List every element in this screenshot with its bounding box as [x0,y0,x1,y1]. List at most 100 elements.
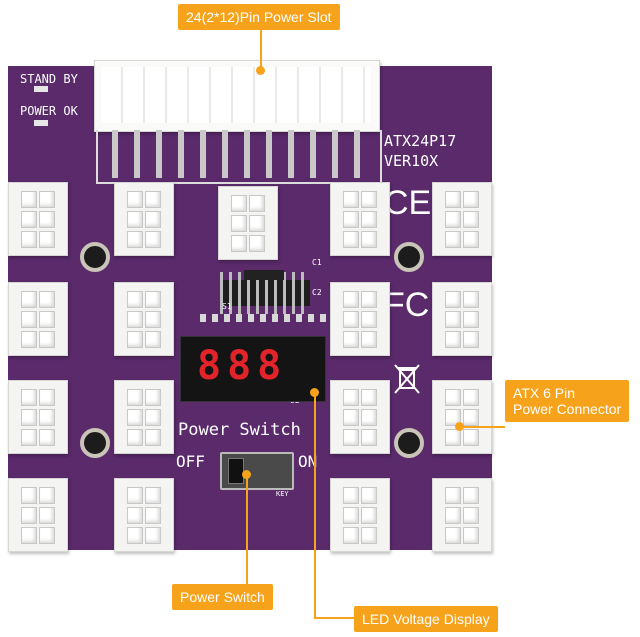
connector-pin [21,211,37,228]
connector-pin [249,195,265,212]
atx-6-pin-connector[interactable] [432,182,492,256]
atx-6-pin-connector[interactable] [330,380,390,454]
leader-power-slot [260,30,262,70]
connector-pin [39,191,55,208]
connector-pin [361,487,377,504]
mount-hole-bottom-left [80,428,110,458]
connector-pin [145,487,161,504]
connector-pin [21,331,37,348]
connector-pin [145,191,161,208]
callout-atx6-line2: Power Connector [513,401,622,417]
chip-label-s1: S1 [222,302,232,311]
stand-by-label: STAND BY [20,72,78,86]
led-digits: 888 [197,343,288,389]
ce-mark-icon: CE [384,184,432,222]
led-voltage-display: 888 [180,336,326,402]
connector-pin [127,291,143,308]
atx-6-pin-connector[interactable] [432,380,492,454]
connector-pin [127,527,143,544]
version-label: VER10X [384,152,439,170]
mount-hole-top-right [394,242,424,272]
connector-pin [39,409,55,426]
callout-atx6-line1: ATX 6 Pin [513,385,575,401]
connector-pin [445,487,461,504]
atx-6-pin-connector[interactable] [8,380,68,454]
connector-pin [127,211,143,228]
leader-atx6 [462,426,505,428]
connector-pin [145,331,161,348]
connector-pin [39,429,55,446]
leader-dot-atx6 [455,422,464,431]
connector-pin [21,311,37,328]
connector-pin [463,429,479,446]
on-label: ON [298,452,318,471]
callout-led-display: LED Voltage Display [354,606,498,632]
connector-pin [145,389,161,406]
stand-by-led [34,86,48,92]
connector-pin [361,389,377,406]
pcb-board: STAND BY POWER OK ATX24P17 VER10X CE FC … [8,60,492,550]
atx-6-pin-connector[interactable] [114,478,174,552]
connector-pin [463,231,479,248]
connector-pin [145,291,161,308]
connector-pin [463,291,479,308]
connector-pin [127,429,143,446]
connector-pin [21,291,37,308]
connector-pin [343,231,359,248]
atx-6-pin-connector[interactable] [432,282,492,356]
power-toggle-switch[interactable] [220,452,294,490]
connector-pin [21,389,37,406]
leader-led-display-h [314,617,354,619]
chip-label-c2: C2 [312,288,322,297]
leader-dot-power-switch [242,470,251,479]
connector-pin [231,235,247,252]
chip-label-c1: C1 [312,258,322,267]
fcc-mark-icon: FC [384,286,430,324]
connector-pin [361,231,377,248]
connector-pin [21,507,37,524]
off-label: OFF [176,452,205,471]
connector-pin [21,429,37,446]
atx-6-pin-connector[interactable] [114,380,174,454]
atx-6-pin-connector[interactable] [8,282,68,356]
atx-6-pin-connector[interactable] [8,478,68,552]
atx-6-pin-connector[interactable] [114,182,174,256]
connector-pin [231,215,247,232]
power-switch-title: Power Switch [178,420,301,440]
atx-6-pin-connector[interactable] [114,282,174,356]
connector-pin [445,389,461,406]
atx-24-pin-slot[interactable] [94,60,380,132]
connector-pin [39,231,55,248]
connector-pin [21,487,37,504]
slot-pin-row [104,130,370,178]
connector-pin [145,409,161,426]
atx-6-pin-connector[interactable] [8,182,68,256]
atx-6-pin-connector[interactable] [432,478,492,552]
connector-pin [145,311,161,328]
connector-pin [463,527,479,544]
switch-knob[interactable] [228,458,244,484]
atx-6-pin-connector[interactable] [218,186,278,260]
atx-6-pin-connector[interactable] [330,478,390,552]
smd-resistor-row [200,314,330,322]
connector-pin [445,191,461,208]
atx-6-pin-connector[interactable] [330,182,390,256]
connector-pin [39,311,55,328]
connector-pin [127,191,143,208]
connector-pin [463,487,479,504]
leader-led-display-v [314,392,316,618]
connector-pin [127,507,143,524]
connector-pin [445,429,461,446]
connector-pin [463,507,479,524]
connector-pin [343,331,359,348]
leader-dot-led-display [310,388,319,397]
connector-pin [39,211,55,228]
connector-pin [361,527,377,544]
atx-6-pin-connector[interactable] [330,282,390,356]
model-label: ATX24P17 [384,132,457,150]
connector-pin [249,235,265,252]
power-ok-label: POWER OK [20,104,78,118]
connector-pin [361,311,377,328]
connector-pin [39,331,55,348]
connector-pin [343,389,359,406]
